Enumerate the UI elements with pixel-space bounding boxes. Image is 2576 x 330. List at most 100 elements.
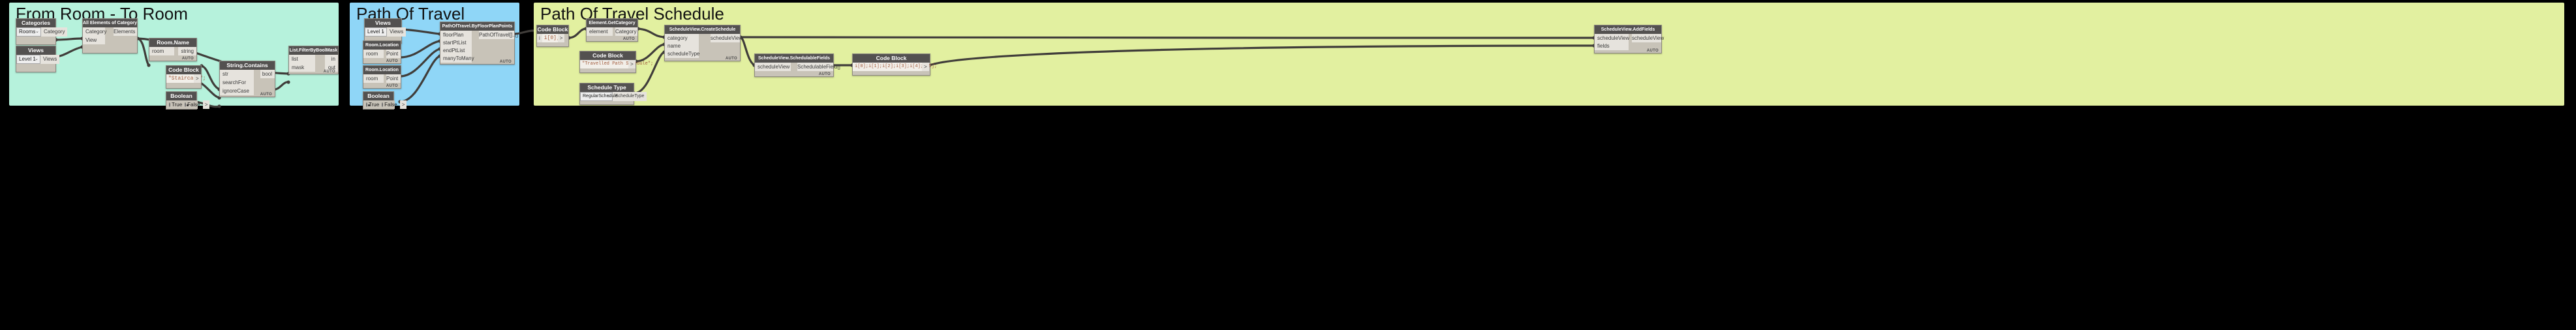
schedule-type-row[interactable]: RegularSchedule⌄ ScheduleType [580, 92, 647, 101]
radio-true[interactable] [366, 102, 370, 107]
radio-false[interactable] [185, 102, 189, 107]
node-badge-auto: AUTO [499, 60, 512, 64]
node-title: Code Block [580, 52, 636, 60]
categories-row[interactable]: Rooms⌄ Category [16, 27, 68, 37]
node-code-block-schedule-name[interactable]: Code Block "Travelled Path Schedule"; > [579, 51, 653, 73]
port-room[interactable]: room [149, 47, 174, 55]
port-element[interactable]: element [587, 27, 613, 36]
code-row[interactable]: "Travelled Path Schedule"; > [580, 60, 653, 68]
port-name[interactable]: name [665, 42, 699, 50]
port-floorplan[interactable]: floorPlan [440, 31, 472, 39]
node-all-elements-of-category-in-view[interactable]: All Elements of Category in View Categor… [82, 18, 138, 53]
schedule-type-value: RegularSchedule [583, 94, 618, 98]
port-scheduletype[interactable]: scheduleType [665, 50, 699, 58]
schedule-type-dropdown[interactable]: RegularSchedule⌄ [580, 92, 618, 101]
node-views-2[interactable]: Views Level 1⌄ Views [364, 18, 406, 44]
code-row[interactable]: i[0];i[1];i[2];i[3];i[4];i[5]; > [853, 63, 937, 71]
port-scheduleview[interactable]: scheduleView [1595, 34, 1629, 42]
node-title: PathOfTravel.ByFloorPlanPoints [440, 22, 514, 31]
node-scheduleview-addfields[interactable]: ScheduleView.AddFields scheduleView fiel… [1594, 25, 1664, 53]
node-code-block-staircase[interactable]: Code Block "Staircase"; > [166, 65, 206, 89]
categories-value: Rooms [19, 29, 36, 35]
views-dropdown[interactable]: Level 1⌄ [16, 55, 40, 64]
port-endptlist[interactable]: endPtList [440, 46, 472, 55]
node-pathoftravel-byfloorplanpoints[interactable]: PathOfTravel.ByFloorPlanPoints floorPlan… [440, 22, 519, 65]
port-scheduleview-out[interactable]: scheduleView [1632, 34, 1664, 42]
port-searchfor[interactable]: searchFor [220, 78, 254, 87]
code-block-text[interactable]: i[0]; [542, 34, 560, 42]
categories-output-port[interactable]: Category [41, 27, 68, 37]
node-scheduleview-schedulablefields[interactable]: ScheduleView.SchedulableFields scheduleV… [754, 53, 840, 77]
boolean-false-label: False [384, 102, 397, 108]
code-block-output-port[interactable]: > [194, 74, 201, 83]
port-category[interactable]: Category [615, 27, 637, 36]
node-string-contains[interactable]: String.Contains str searchFor ignoreCase… [219, 61, 275, 97]
port-list[interactable]: list [289, 55, 315, 63]
group-path-of-travel-schedule[interactable]: Path Of Travel Schedule [534, 3, 2564, 106]
node-boolean[interactable]: Boolean True False > [166, 91, 210, 110]
views-value: Level 1 [19, 56, 36, 62]
node-room-location-2[interactable]: Room.Location room Point AUTO [363, 65, 401, 89]
node-title: All Elements of Category in View [83, 19, 137, 27]
port-pathoftravel[interactable]: PathOfTravel[]..[] [479, 31, 519, 39]
port-room[interactable]: room [363, 74, 384, 83]
node-room-name[interactable]: Room.Name room string AUTO [149, 38, 197, 61]
port-mask[interactable]: mask [289, 63, 315, 72]
port-category[interactable]: Category [83, 27, 106, 36]
port-string[interactable]: string [178, 47, 196, 55]
radio-false[interactable] [382, 102, 384, 107]
port-category[interactable]: category [665, 34, 699, 42]
boolean-output-port[interactable]: > [399, 100, 407, 109]
views-row[interactable]: Level 1⌄ Views [16, 55, 60, 64]
port-in[interactable]: in [325, 55, 338, 63]
node-code-block-field-indices[interactable]: Code Block i[0];i[1];i[2];i[3];i[4];i[5]… [852, 53, 937, 76]
views-output-port[interactable]: Views [387, 27, 406, 37]
port-manytomany[interactable]: manyToMany [440, 54, 474, 63]
code-block-output-port[interactable]: > [557, 34, 565, 42]
node-views[interactable]: Views Level 1⌄ Views [16, 46, 60, 72]
code-row[interactable]: "Staircase"; > [166, 74, 206, 83]
port-out[interactable]: out [325, 63, 338, 72]
code-block-text[interactable]: i[0];i[1];i[2];i[3];i[4];i[5]; [853, 63, 937, 71]
node-scheduleview-createschedule[interactable]: ScheduleView.CreateSchedule category nam… [664, 25, 743, 61]
port-point[interactable]: Point [386, 74, 401, 83]
node-boolean-2[interactable]: Boolean True False > [363, 91, 407, 110]
views-row[interactable]: Level 1⌄ Views [365, 27, 406, 37]
port-scheduleview[interactable]: scheduleView [755, 63, 791, 71]
code-block-text[interactable]: "Travelled Path Schedule"; [580, 60, 653, 68]
views-value: Level 1 [367, 29, 384, 35]
views-dropdown[interactable]: Level 1⌄ [365, 27, 387, 37]
node-element-getcategory[interactable]: Element.GetCategory element Category AUT… [586, 18, 638, 42]
node-schedule-type[interactable]: Schedule Type RegularSchedule⌄ ScheduleT… [579, 83, 647, 105]
port-room[interactable]: room [363, 50, 384, 58]
node-title: Views [365, 19, 401, 27]
port-startptlist[interactable]: startPtList [440, 38, 472, 47]
code-block-text[interactable]: "Staircase"; [166, 74, 206, 83]
port-point[interactable]: Point [386, 50, 401, 58]
boolean-row[interactable]: True False > [363, 100, 407, 109]
port-bool[interactable]: bool [260, 70, 275, 78]
port-fields[interactable]: fields [1595, 42, 1629, 50]
node-title: Boolean [363, 92, 393, 100]
categories-dropdown[interactable]: Rooms⌄ [16, 27, 41, 37]
code-block-output-port[interactable]: > [628, 60, 636, 68]
code-row[interactable]: i i[0]; > [537, 34, 565, 42]
port-view[interactable]: View [83, 36, 105, 44]
code-block-output-port[interactable]: > [922, 63, 929, 71]
port-ignorecase[interactable]: ignoreCase [220, 87, 254, 95]
boolean-output-port[interactable]: > [202, 100, 210, 109]
node-code-block-index[interactable]: Code Block i i[0]; > [536, 25, 569, 47]
node-categories[interactable]: Categories Rooms⌄ Category [16, 18, 68, 45]
node-list-filterbyboolmask[interactable]: List.FilterByBoolMask list mask in out A… [288, 46, 339, 74]
port-scheduleview[interactable]: scheduleView [711, 34, 743, 42]
radio-true[interactable] [169, 102, 170, 107]
boolean-row[interactable]: True False > [166, 100, 210, 109]
port-schedulablefield[interactable]: SchedulableField[] [797, 63, 840, 71]
schedule-type-output-port[interactable]: ScheduleType [613, 92, 647, 101]
node-room-location-1[interactable]: Room.Location room Point AUTO [363, 40, 401, 64]
node-title: ScheduleView.AddFields [1595, 25, 1661, 34]
port-elements[interactable]: Elements [114, 27, 137, 36]
port-str[interactable]: str [220, 70, 254, 78]
views-output-port[interactable]: Views [40, 55, 60, 64]
